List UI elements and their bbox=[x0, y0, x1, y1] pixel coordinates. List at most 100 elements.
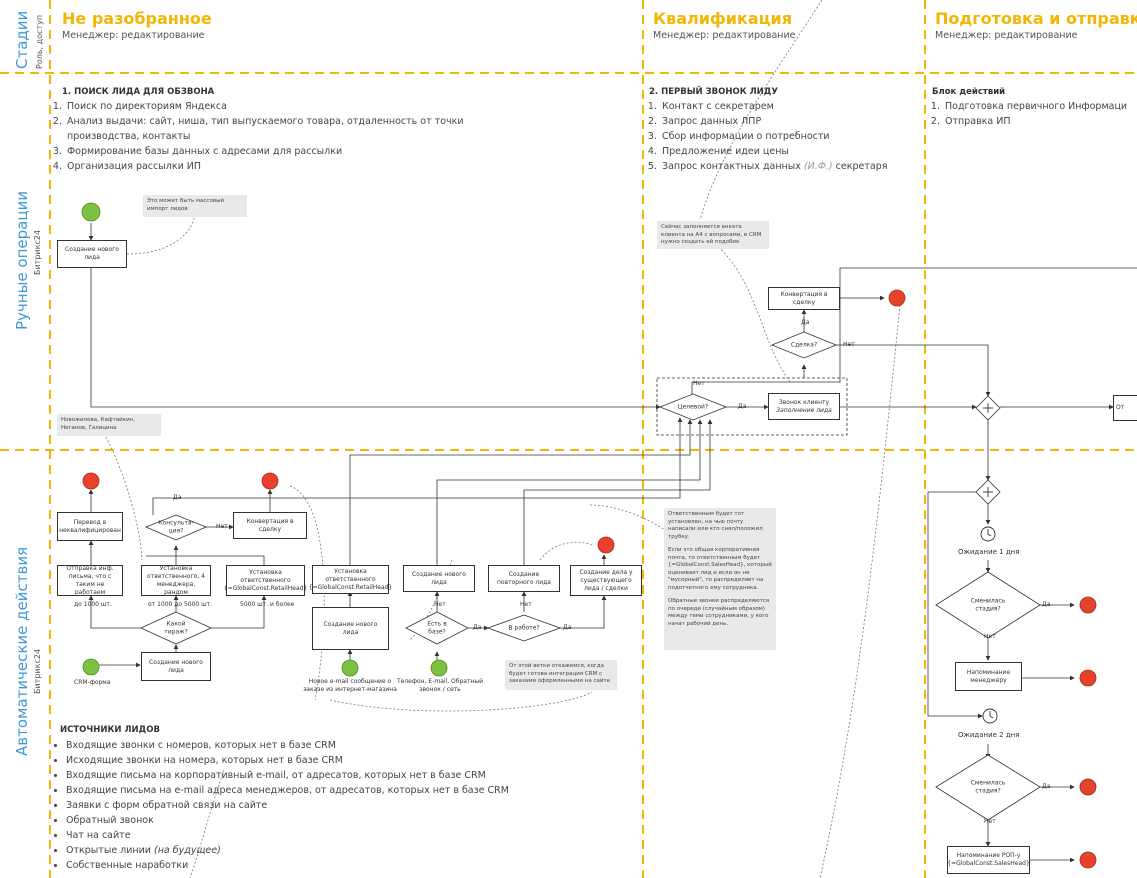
connector-repeat bbox=[539, 541, 593, 561]
lane-title-manual: Ручные операции bbox=[13, 190, 31, 330]
label-crm-form: CRM-форма bbox=[74, 679, 111, 686]
flow-lines bbox=[88, 223, 1137, 863]
qualification-group-box bbox=[656, 377, 848, 436]
box-send-info: Отправка инф. письма, что с таким не раб… bbox=[57, 565, 123, 596]
box-convert-deal-mid: Конвертация в сделку bbox=[233, 512, 307, 539]
flow-inwork-yes bbox=[560, 595, 607, 629]
note-mass-import: Это может быть массовый импорт лидов bbox=[143, 195, 247, 217]
diamond-in-work bbox=[486, 614, 562, 642]
lane-sub-manual: Битрикс24 bbox=[33, 229, 42, 275]
flow-create-mid-to-target bbox=[436, 419, 703, 565]
diamond-label-in-work: В работе? bbox=[508, 624, 540, 632]
list-item: Запрос данных ЛПР bbox=[660, 114, 930, 129]
note-anketa: Сейчас заполняется анкета клиента на А4 … bbox=[657, 221, 769, 249]
flow-deal-no bbox=[836, 344, 991, 397]
flow-label-no: Нет bbox=[520, 601, 532, 608]
list-item: Обратный звонок bbox=[66, 813, 586, 828]
flow-create-to-target bbox=[90, 268, 661, 410]
box-create-lead-mid: Создание нового лида bbox=[403, 565, 475, 592]
end-event-remind bbox=[1079, 669, 1097, 687]
end-event-convert bbox=[888, 289, 906, 307]
list-item: Запрос контактных данных (И.Ф.) секретар… bbox=[660, 159, 930, 174]
list-item: Контакт с секретарем bbox=[660, 99, 930, 114]
stage-role-qualification: Менеджер: редактирование bbox=[653, 30, 796, 41]
label-upto-1000: до 1000 шт. bbox=[74, 601, 112, 608]
flow-label-yes: Да bbox=[473, 624, 482, 631]
flow-label-yes: Да bbox=[738, 403, 747, 410]
stage-title-prepare: Подготовка и отправка ИП bbox=[935, 9, 1137, 28]
flow-retail2-to-target bbox=[349, 419, 693, 565]
start-event-search bbox=[81, 202, 101, 222]
list-item: Предложение идеи цены bbox=[660, 144, 930, 159]
flow-label-no: Нет bbox=[843, 341, 855, 348]
list-item: Сбор информации о потребности bbox=[660, 129, 930, 144]
box-remind-roi: Напоминание РОП-у {=GlobalConst.SalesHea… bbox=[947, 846, 1030, 874]
diamond-stage-changed-1 bbox=[935, 571, 1041, 639]
stage-title-unsorted: Не разобранное bbox=[62, 9, 212, 28]
end-event-stage-2 bbox=[1079, 778, 1097, 796]
search-steps-list: Поиск по директориям Яндекса Анализ выда… bbox=[47, 99, 485, 174]
label-wait-1: Ожидание 1 дня bbox=[958, 548, 1020, 556]
note-responsible: Ответственным будет тот установлен, на ч… bbox=[664, 508, 776, 650]
box-remind-manager: Напоминание менеджеру bbox=[955, 662, 1022, 691]
box-create-deal-existing: Создание дела у существующего лида / сде… bbox=[570, 565, 642, 596]
list-item: Заявки с форм обратной связи на сайте bbox=[66, 798, 586, 813]
box-transfer: Перевод в неквалифицирован bbox=[57, 512, 123, 541]
diamond-label-tier: Какой тираж? bbox=[164, 620, 188, 636]
flow-label-yes: Да bbox=[1042, 783, 1051, 790]
start-events bbox=[81, 202, 448, 677]
note-connector-names bbox=[101, 429, 143, 561]
box-create-lead-email: Создание нового лида bbox=[312, 607, 389, 650]
block-title-search: 1. ПОИСК ЛИДА ДЛЯ ОБЗВОНА bbox=[62, 87, 215, 97]
timer-icons bbox=[980, 526, 998, 724]
flow-label-no: Нет bbox=[984, 818, 996, 825]
diamond-label-in-base: Есть в базе? bbox=[427, 620, 447, 636]
diamond-consult bbox=[144, 514, 208, 541]
end-event-existing bbox=[597, 536, 615, 554]
note-connector-anketa bbox=[719, 247, 791, 383]
end-events bbox=[82, 289, 1097, 869]
diamond-tier bbox=[140, 611, 212, 645]
crossing-curve-bottom bbox=[189, 769, 225, 878]
decision-diamonds bbox=[140, 331, 1041, 821]
list-item: Входящие письма на корпоративный e-mail,… bbox=[66, 768, 586, 783]
diamond-deal bbox=[770, 331, 838, 359]
lane-sub-stages: Роль, доступ bbox=[35, 14, 44, 69]
list-item: Исходящие звонки на номера, которых нет … bbox=[66, 753, 586, 768]
box-set-resp-retail: Установка ответственного {=GlobalConst.R… bbox=[224, 565, 307, 596]
lane-title-stages: Стадии bbox=[13, 10, 31, 69]
list-item: Собственные наработки bbox=[66, 858, 586, 873]
flow-label-no: Нет bbox=[984, 633, 996, 640]
label-5000-plus: 5000 шт. и более bbox=[240, 601, 295, 608]
note-connector-import bbox=[126, 217, 195, 255]
label-1000-5000: от 1000 до 5000 шт. bbox=[148, 601, 213, 608]
block-title-actions: Блок действий bbox=[932, 87, 1006, 97]
diamond-label-consult: Консульта-ция? bbox=[158, 519, 194, 535]
list-item: Открытые линии (на будущее) bbox=[66, 843, 586, 858]
label-phone-email: Телефон, E-mail, Обратный звонок / сеть bbox=[396, 678, 483, 693]
label-wait-2: Ожидание 2 дня bbox=[958, 731, 1020, 739]
diamond-in-base bbox=[405, 611, 469, 645]
list-item: Формирование базы данных с адресами для … bbox=[65, 144, 485, 159]
start-event-phone bbox=[430, 659, 448, 677]
list-item: Входящие письма на e-mail адреса менедже… bbox=[66, 783, 586, 798]
label-new-email: Новое e-mail сообщение о заказе из интер… bbox=[303, 678, 397, 693]
flow-label-no: Нет bbox=[693, 380, 705, 387]
flow-label-yes: Да bbox=[1042, 601, 1051, 608]
note-names: Новожилова, Кафтайкин, Неганов, Галицина bbox=[57, 414, 161, 436]
list-item: Поиск по директориям Яндекса bbox=[65, 99, 485, 114]
note-connector-refuse bbox=[329, 691, 593, 712]
start-event-email bbox=[341, 659, 359, 677]
end-event-stage-1 bbox=[1079, 596, 1097, 614]
box-set-resp-retail2: Установка ответственного {=GlobalConst.R… bbox=[309, 565, 392, 594]
block-title-sources: ИСТОЧНИКИ ЛИДОВ bbox=[60, 725, 160, 735]
flow-label-no: Нет bbox=[216, 523, 228, 530]
box-create-lead-form: Создание нового лида bbox=[141, 652, 211, 681]
crossing-curve-right bbox=[819, 304, 901, 878]
list-item: Чат на сайте bbox=[66, 828, 586, 843]
stage-role-unsorted: Менеджер: редактирование bbox=[62, 30, 205, 41]
list-item: Организация рассылки ИП bbox=[65, 159, 485, 174]
